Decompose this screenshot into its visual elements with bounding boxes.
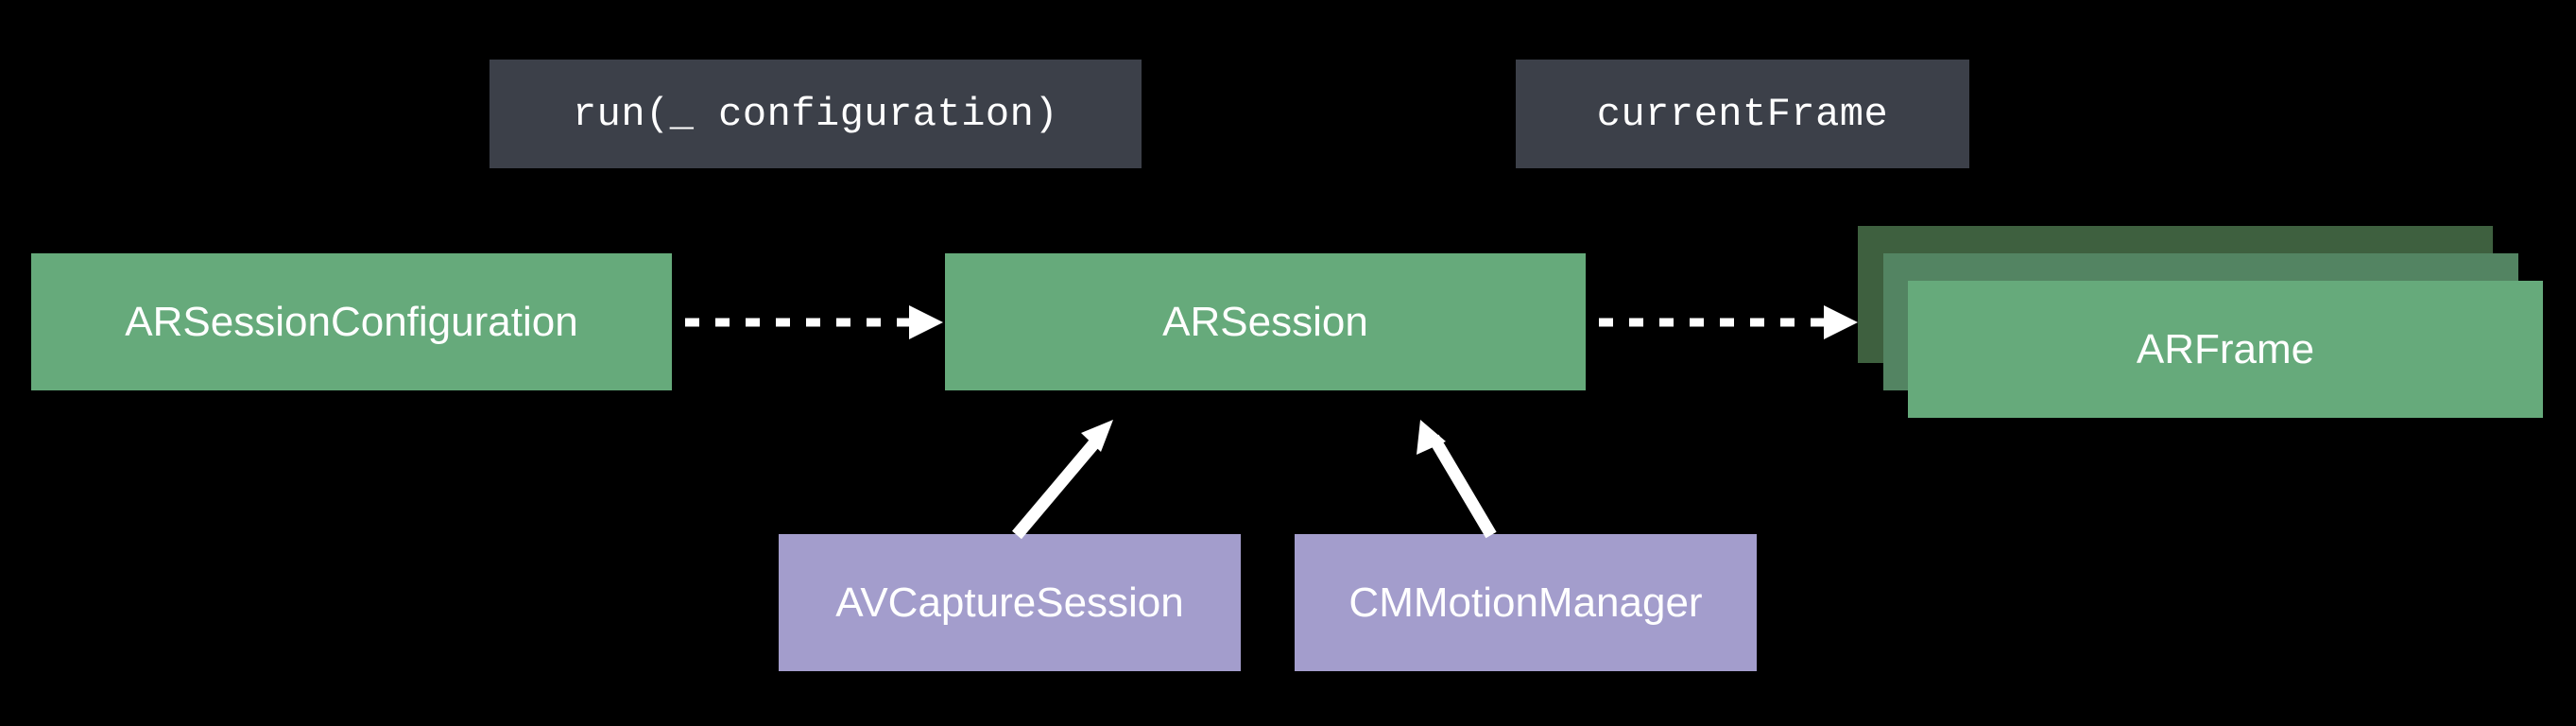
- node-ar-frame[interactable]: ARFrame: [1908, 281, 2543, 418]
- node-ar-session-label: ARSession: [1162, 298, 1368, 345]
- code-label-run-configuration-text: run(_ configuration): [572, 91, 1059, 137]
- node-ar-session[interactable]: ARSession: [945, 253, 1586, 390]
- node-ar-session-configuration-label: ARSessionConfiguration: [125, 298, 578, 345]
- edge-config-to-session-arrow: [685, 305, 943, 339]
- node-av-capture-session-label: AVCaptureSession: [835, 579, 1184, 626]
- node-ar-session-configuration[interactable]: ARSessionConfiguration: [31, 253, 672, 390]
- code-label-current-frame: currentFrame: [1516, 60, 1969, 168]
- node-cm-motion-manager-label: CMMotionManager: [1348, 579, 1703, 626]
- edge-capture-to-session-arrow: [1012, 420, 1113, 540]
- code-label-run-configuration: run(_ configuration): [489, 60, 1142, 168]
- node-cm-motion-manager[interactable]: CMMotionManager: [1295, 534, 1757, 671]
- node-ar-frame-label: ARFrame: [2136, 325, 2315, 372]
- code-label-current-frame-text: currentFrame: [1596, 91, 1889, 137]
- node-av-capture-session[interactable]: AVCaptureSession: [779, 534, 1241, 671]
- edge-motion-to-session-arrow: [1417, 420, 1497, 539]
- edge-session-to-frame-arrow: [1599, 305, 1858, 339]
